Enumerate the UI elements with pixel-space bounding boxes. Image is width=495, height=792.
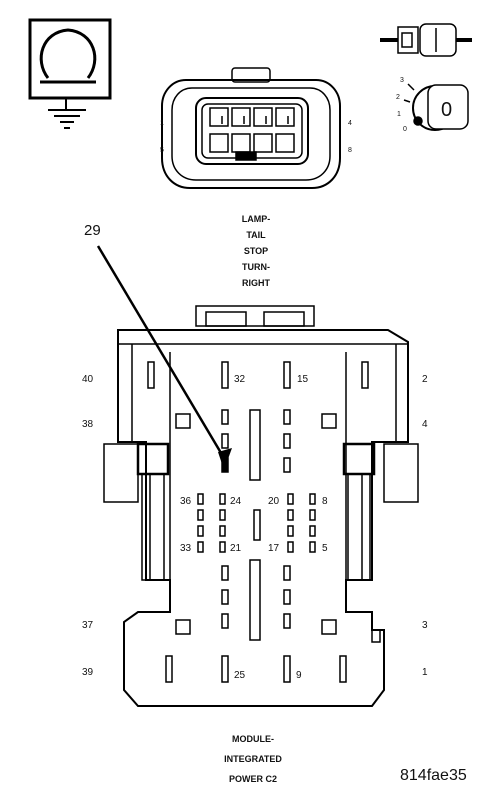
module-pin-40: 40 — [82, 374, 94, 385]
key-position-2: 2 — [396, 94, 400, 101]
small-pin-8: 8 — [348, 147, 352, 154]
module-pin-17: 17 — [268, 543, 280, 554]
svg-text:RIGHT: RIGHT — [242, 278, 271, 288]
figure-id: 814fae35 — [400, 767, 467, 784]
module-connector — [103, 305, 419, 707]
svg-text:TAIL: TAIL — [246, 230, 266, 240]
module-pin-21: 21 — [230, 543, 242, 554]
module-pin-8: 8 — [322, 496, 328, 507]
svg-text:INTEGRATED: INTEGRATED — [224, 754, 282, 764]
module-pin-9: 9 — [296, 670, 302, 681]
module-pin-1: 1 — [422, 667, 428, 678]
svg-text:MODULE-: MODULE- — [232, 734, 274, 744]
key-position-3: 3 — [400, 77, 404, 84]
key-label: 0 — [441, 99, 452, 121]
ground-symbol-icon — [28, 18, 112, 129]
connector-key-icon — [380, 23, 472, 57]
module-pin-33: 33 — [180, 543, 192, 554]
module-caption: MODULE- INTEGRATED POWER C2 — [224, 734, 282, 784]
module-pin-3: 3 — [422, 620, 428, 631]
small-connector — [161, 67, 341, 189]
module-pin-38: 38 — [82, 419, 94, 430]
module-pin-20: 20 — [268, 496, 280, 507]
module-pin-2: 2 — [422, 374, 428, 385]
svg-text:TURN-: TURN- — [242, 262, 270, 272]
svg-text:POWER C2: POWER C2 — [229, 774, 277, 784]
module-pin-5: 5 — [322, 543, 328, 554]
module-pin-15: 15 — [297, 374, 309, 385]
small-pin-5: 5 — [160, 147, 164, 154]
callout-label: 29 — [84, 222, 101, 239]
module-pin-25: 25 — [234, 670, 246, 681]
module-pin-39: 39 — [82, 667, 94, 678]
module-pin-36: 36 — [180, 496, 192, 507]
small-pin-4: 4 — [348, 120, 352, 127]
svg-text:STOP: STOP — [244, 246, 268, 256]
small-pin-1: 1 — [160, 120, 164, 127]
key-position-1: 1 — [397, 111, 401, 118]
module-pin-37: 37 — [82, 620, 94, 631]
svg-text:LAMP-: LAMP- — [242, 214, 271, 224]
module-pin-32: 32 — [234, 374, 246, 385]
connector-caption: LAMP- TAIL STOP TURN- RIGHT — [242, 214, 271, 288]
ignition-key-icon — [403, 83, 469, 131]
module-pin-24: 24 — [230, 496, 242, 507]
key-position-0: 0 — [403, 126, 407, 133]
module-pin-4: 4 — [422, 419, 428, 430]
